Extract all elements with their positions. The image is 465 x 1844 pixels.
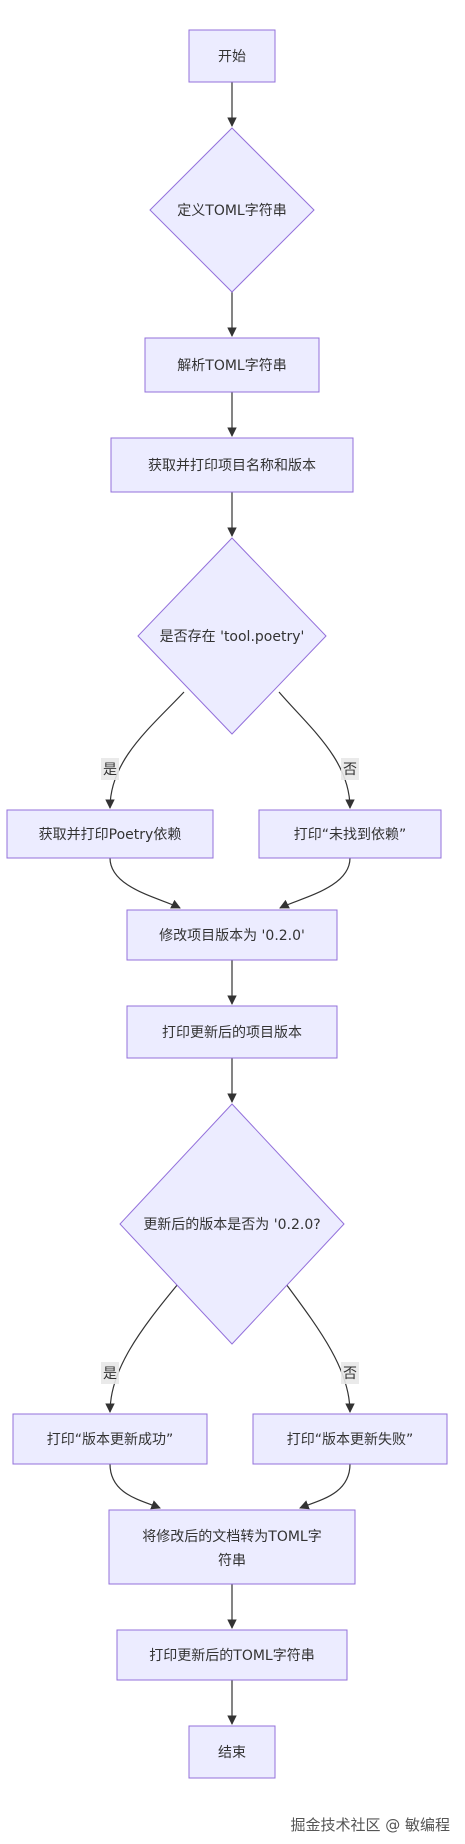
- node-parse-toml: 解析TOML字符串: [144, 337, 320, 393]
- svg-text:开始: 开始: [218, 49, 246, 65]
- svg-text:打印“版本更新成功”: 打印“版本更新成功”: [47, 1431, 174, 1448]
- edge-exists-yes: [105, 691, 185, 809]
- node-define-toml: 定义TOML字符串: [149, 127, 315, 293]
- node-exists-tool-poetry: 是否存在 'tool.poetry': [137, 537, 327, 735]
- svg-text:否: 否: [343, 762, 357, 778]
- node-version-check: 更新后的版本是否为 '0.2.0?: [119, 1103, 345, 1345]
- svg-text:打印“版本更新失败”: 打印“版本更新失败”: [287, 1431, 414, 1448]
- svg-text:打印更新后的TOML字符串: 打印更新后的TOML字符串: [149, 1647, 314, 1664]
- edge-fail-convert: [299, 1463, 351, 1510]
- svg-text:获取并打印Poetry依赖: 获取并打印Poetry依赖: [39, 826, 182, 843]
- node-update-fail: 打印“版本更新失败”: [252, 1413, 448, 1465]
- svg-text:定义TOML字符串: 定义TOML字符串: [177, 203, 286, 219]
- svg-text:否: 否: [343, 1366, 357, 1382]
- node-print-updated-version: 打印更新后的项目版本: [126, 1005, 338, 1059]
- svg-text:是: 是: [103, 1366, 117, 1382]
- edge-versionq-no: [285, 1283, 355, 1413]
- svg-text:结束: 结束: [218, 1745, 246, 1761]
- svg-text:获取并打印项目名称和版本: 获取并打印项目名称和版本: [148, 457, 316, 474]
- svg-text:将修改后的文档转为TOML字: 将修改后的文档转为TOML字: [142, 1529, 321, 1545]
- svg-text:是否存在 'tool.poetry': 是否存在 'tool.poetry': [160, 629, 305, 645]
- svg-text:符串: 符串: [218, 1553, 246, 1569]
- watermark: 掘金技术社区 @ 敏编程: [290, 1816, 450, 1834]
- edge-label-no-1: 否: [341, 758, 359, 780]
- edge-label-yes-2: 是: [101, 1362, 119, 1384]
- edge-versionq-yes: [105, 1283, 179, 1413]
- svg-text:打印更新后的项目版本: 打印更新后的项目版本: [162, 1024, 302, 1041]
- node-not-found-deps: 打印“未找到依赖”: [258, 809, 442, 859]
- node-update-success: 打印“版本更新成功”: [12, 1413, 208, 1465]
- svg-text:解析TOML字符串: 解析TOML字符串: [177, 358, 286, 374]
- edge-exists-no: [278, 691, 355, 809]
- svg-text:更新后的版本是否为 '0.2.0?: 更新后的版本是否为 '0.2.0?: [143, 1217, 320, 1233]
- edge-label-no-2: 否: [341, 1362, 359, 1384]
- node-print-toml: 打印更新后的TOML字符串: [116, 1629, 348, 1681]
- svg-text:修改项目版本为 '0.2.0': 修改项目版本为 '0.2.0': [159, 928, 305, 944]
- node-modify-version: 修改项目版本为 '0.2.0': [126, 909, 338, 961]
- node-end: 结束: [188, 1725, 276, 1779]
- node-start: 开始: [188, 29, 276, 83]
- node-get-print-name-version: 获取并打印项目名称和版本: [110, 437, 354, 493]
- edges: [105, 82, 355, 1725]
- edge-success-convert: [109, 1463, 161, 1510]
- svg-text:是: 是: [103, 762, 117, 778]
- edge-label-yes-1: 是: [101, 758, 119, 780]
- svg-text:打印“未找到依赖”: 打印“未找到依赖”: [294, 826, 407, 843]
- edge-notfound-modify: [279, 857, 351, 909]
- edge-getpoetry-modify: [109, 857, 181, 909]
- node-convert-toml: 将修改后的文档转为TOML字 符串: [108, 1509, 356, 1585]
- node-get-poetry-deps: 获取并打印Poetry依赖: [6, 809, 214, 859]
